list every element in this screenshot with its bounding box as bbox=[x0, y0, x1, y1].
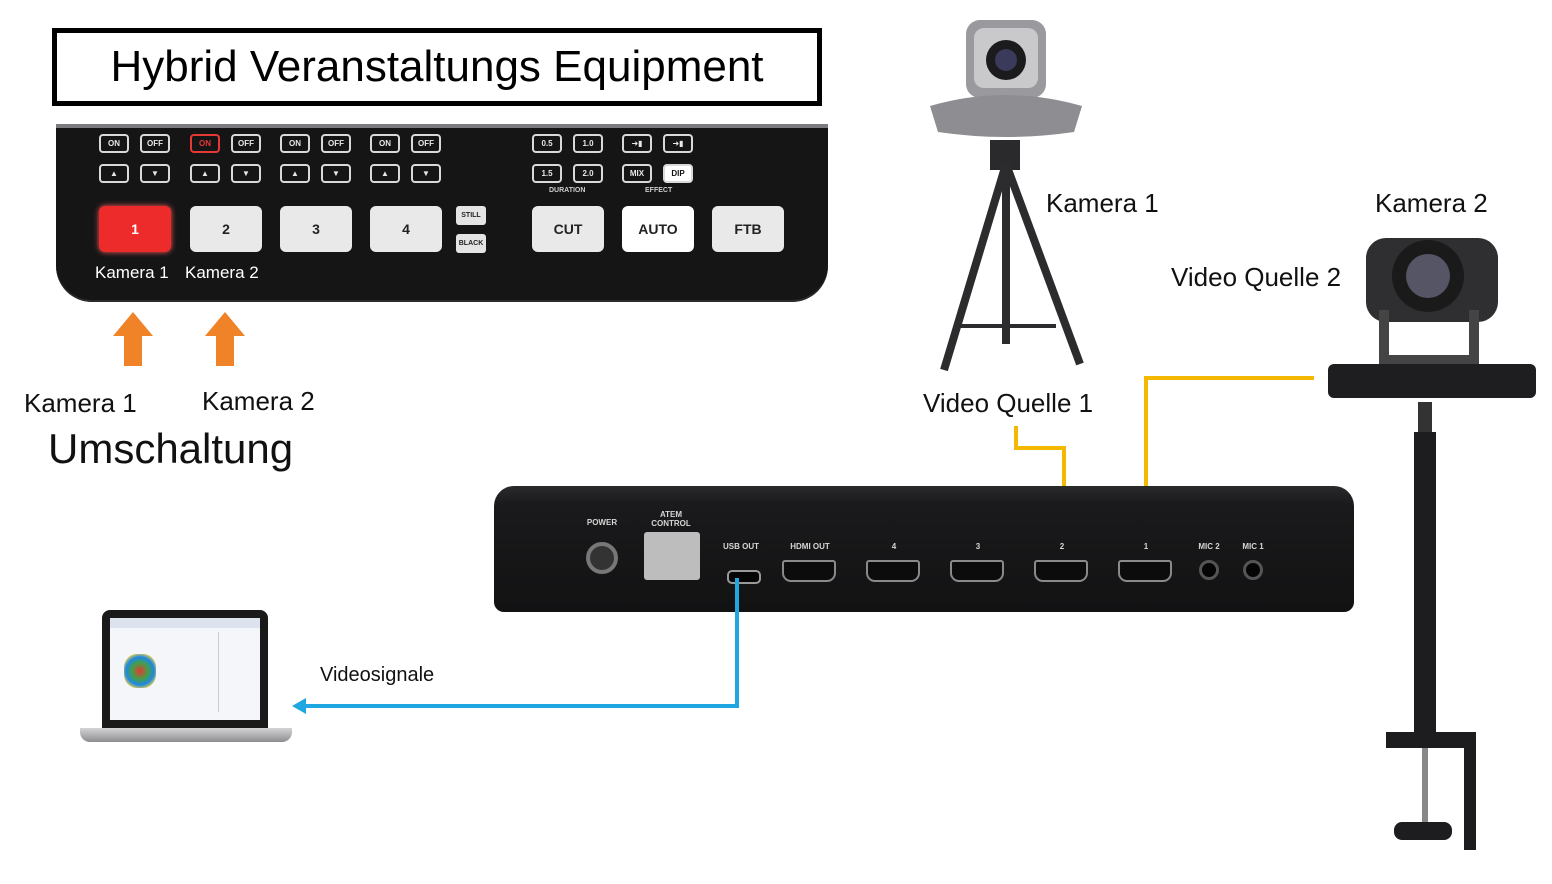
laptop-base bbox=[80, 728, 292, 742]
input-3-button[interactable]: 3 bbox=[280, 206, 352, 252]
arrow2-label: Kamera 2 bbox=[202, 386, 315, 416]
arrow-up-icon bbox=[205, 312, 245, 366]
laptop-screen bbox=[110, 618, 260, 720]
camera1-label: Kamera 1 bbox=[1046, 188, 1159, 218]
mic2-jack-icon bbox=[1199, 560, 1219, 580]
button1-caption: Kamera 1 bbox=[95, 263, 169, 282]
input-2-button[interactable]: 2 bbox=[190, 206, 262, 252]
down-icon[interactable]: ▼ bbox=[140, 164, 170, 183]
hdmi-out-label: HDMI OUT bbox=[790, 542, 830, 551]
atem-control-label: ATEM CONTROL bbox=[651, 510, 691, 528]
page-title: Hybrid Veranstaltungs Equipment bbox=[110, 42, 764, 91]
arrow-up-icon bbox=[113, 312, 153, 366]
mix-button[interactable]: MIX bbox=[622, 164, 652, 183]
ftb-button[interactable]: FTB bbox=[712, 206, 784, 252]
wipe-right-icon[interactable]: ➜▮ bbox=[663, 134, 693, 153]
input3-label: 3 bbox=[975, 542, 981, 551]
input1-label: 1 bbox=[1143, 542, 1149, 551]
still-button[interactable]: STILL bbox=[456, 206, 486, 225]
hdmi-in1-port-icon bbox=[1118, 560, 1172, 582]
key1-on-button[interactable]: ON bbox=[99, 134, 129, 153]
key3-on-button[interactable]: ON bbox=[280, 134, 310, 153]
ptz-camera-2-icon bbox=[1328, 238, 1536, 850]
power-connector-icon bbox=[586, 542, 618, 574]
up-icon[interactable]: ▲ bbox=[370, 164, 400, 183]
hdmi-in2-port-icon bbox=[1034, 560, 1088, 582]
up-icon[interactable]: ▲ bbox=[190, 164, 220, 183]
power-label: POWER bbox=[586, 518, 618, 527]
duration-label: DURATION bbox=[549, 187, 586, 194]
button2-caption: Kamera 2 bbox=[185, 263, 259, 282]
arrow1-label: Kamera 1 bbox=[24, 388, 137, 418]
key1-off-button[interactable]: OFF bbox=[140, 134, 170, 153]
down-icon[interactable]: ▼ bbox=[321, 164, 351, 183]
hdmi-in3-port-icon bbox=[950, 560, 1004, 582]
down-icon[interactable]: ▼ bbox=[411, 164, 441, 183]
hdmi-out-port-icon bbox=[782, 560, 836, 582]
usb-out-label: USB OUT bbox=[723, 542, 759, 551]
source2-label: Video Quelle 2 bbox=[1171, 262, 1342, 292]
key4-on-button[interactable]: ON bbox=[370, 134, 400, 153]
laptop-icon bbox=[102, 610, 268, 728]
hdmi-in4-port-icon bbox=[866, 560, 920, 582]
atem-mixer-rear: POWER ATEM CONTROL USB OUT HDMI OUT 4 3 … bbox=[494, 486, 1354, 612]
title-box: Hybrid Veranstaltungs Equipment bbox=[52, 28, 822, 106]
input-1-button[interactable]: 1 bbox=[99, 206, 171, 252]
mic1-label: MIC 1 bbox=[1242, 542, 1264, 551]
effect-label: EFFECT bbox=[645, 187, 673, 194]
source1-label: Video Quelle 1 bbox=[923, 388, 1094, 418]
duration-05-button[interactable]: 0.5 bbox=[532, 134, 562, 153]
input2-label: 2 bbox=[1059, 542, 1065, 551]
mic2-label: MIC 2 bbox=[1198, 542, 1220, 551]
auto-button[interactable]: AUTO bbox=[622, 206, 694, 252]
wipe-left-icon[interactable]: ➜▮ bbox=[622, 134, 652, 153]
dip-button[interactable]: DIP bbox=[663, 164, 693, 183]
duration-15-button[interactable]: 1.5 bbox=[532, 164, 562, 183]
switching-label: Umschaltung bbox=[48, 425, 294, 472]
up-icon[interactable]: ▲ bbox=[280, 164, 310, 183]
usb-cable bbox=[292, 578, 739, 714]
mic1-jack-icon bbox=[1243, 560, 1263, 580]
control-panel: ON OFF ON OFF ON OFF ON OFF ▲ ▼ ▲ ▼ ▲ ▼ … bbox=[56, 124, 828, 302]
black-button[interactable]: BLACK bbox=[456, 234, 486, 253]
key2-on-button[interactable]: ON bbox=[190, 134, 220, 153]
ethernet-port-icon bbox=[644, 532, 700, 580]
up-icon[interactable]: ▲ bbox=[99, 164, 129, 183]
key3-off-button[interactable]: OFF bbox=[321, 134, 351, 153]
input-4-button[interactable]: 4 bbox=[370, 206, 442, 252]
down-icon[interactable]: ▼ bbox=[231, 164, 261, 183]
key2-off-button[interactable]: OFF bbox=[231, 134, 261, 153]
duration-10-button[interactable]: 1.0 bbox=[573, 134, 603, 153]
ptz-camera-1-icon bbox=[930, 20, 1084, 372]
cut-button[interactable]: CUT bbox=[532, 206, 604, 252]
camera2-label: Kamera 2 bbox=[1375, 188, 1488, 218]
duration-20-button[interactable]: 2.0 bbox=[573, 164, 603, 183]
key4-off-button[interactable]: OFF bbox=[411, 134, 441, 153]
input4-label: 4 bbox=[891, 542, 897, 551]
videosignals-label: Videosignale bbox=[320, 664, 435, 686]
